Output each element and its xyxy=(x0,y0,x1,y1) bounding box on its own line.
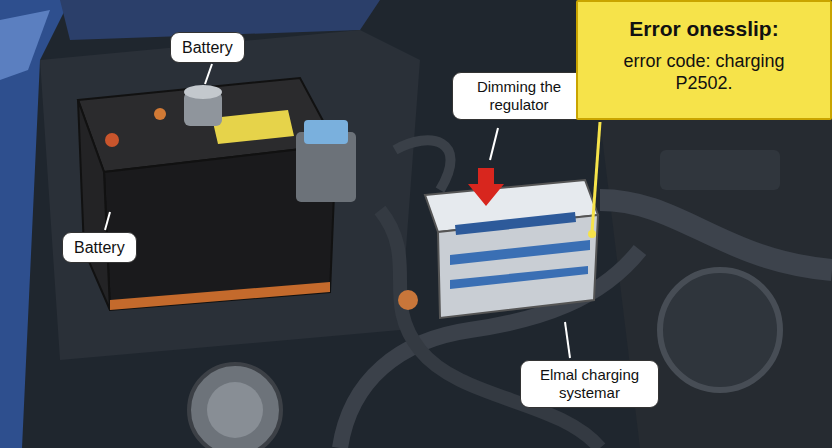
leader-line xyxy=(565,322,570,358)
leader-line xyxy=(105,212,110,230)
hose xyxy=(395,140,451,190)
battery-trim xyxy=(110,282,330,310)
battery-side xyxy=(78,100,110,310)
engine-pulley xyxy=(660,270,780,390)
regulator-stripe xyxy=(450,266,588,289)
body-text: error code: charging P2502. xyxy=(597,51,812,94)
hose xyxy=(380,210,600,448)
engine-part xyxy=(660,150,780,190)
label-text: Dimming the regulator xyxy=(464,78,574,114)
label-text: Battery xyxy=(74,238,125,257)
callout-label: Battery xyxy=(62,232,137,263)
leader-line xyxy=(592,122,600,232)
leader-line xyxy=(490,128,498,160)
error-box: Error onesslip: error code: charging P250… xyxy=(576,0,832,120)
battery-sticker xyxy=(212,110,294,144)
callout-label: Elmal charging systemar xyxy=(520,360,659,408)
leader-dot xyxy=(588,230,596,238)
callout-label: Battery xyxy=(170,32,245,63)
label-text: Battery xyxy=(182,38,233,57)
leader-line xyxy=(205,64,212,84)
regulator-stripe xyxy=(455,212,576,235)
red-arrow xyxy=(468,168,504,206)
filler-cap xyxy=(189,364,281,448)
reservoir-cap xyxy=(304,120,348,144)
connector-plug xyxy=(398,290,418,310)
label-text: Elmal charging systemar xyxy=(532,366,647,402)
regulator-stripe xyxy=(450,240,590,265)
filler-cap-center xyxy=(207,382,263,438)
bay-floor xyxy=(40,30,420,360)
battery-terminal xyxy=(154,108,166,120)
label-text: Error onesslip: xyxy=(597,16,812,41)
hose xyxy=(600,200,832,270)
battery-cap-top xyxy=(184,85,222,99)
battery-terminal xyxy=(105,133,119,147)
callout-label: Dimming the regulator xyxy=(452,72,586,120)
